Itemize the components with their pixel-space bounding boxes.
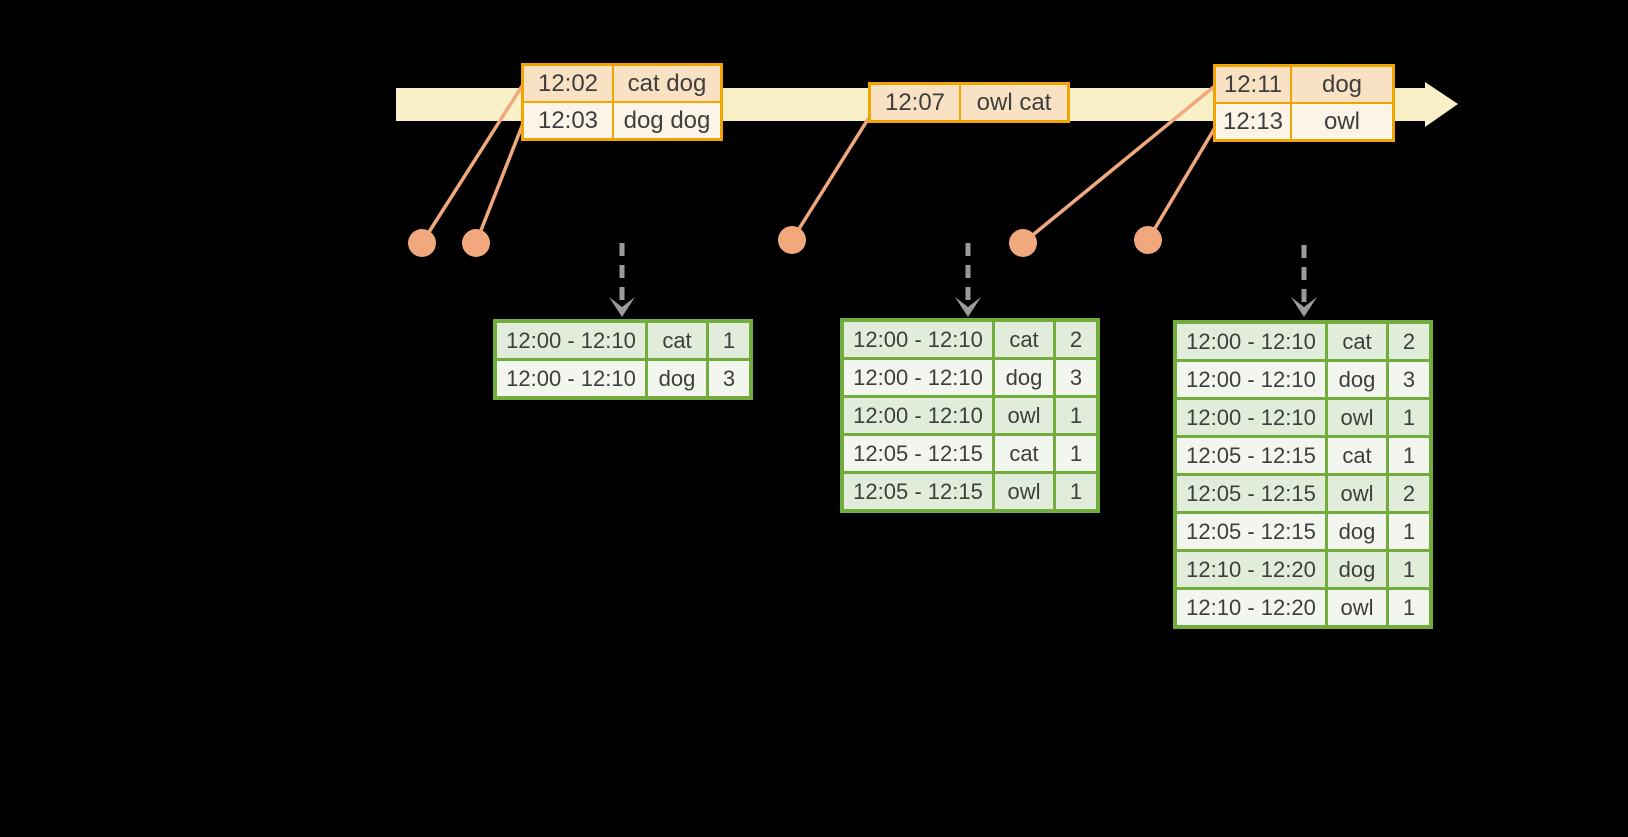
dashed-arrowhead-icon bbox=[1291, 297, 1317, 317]
connector-line bbox=[420, 82, 526, 244]
event-time-cell: 12:07 bbox=[871, 85, 959, 120]
word-cell: owl bbox=[995, 474, 1053, 509]
count-cell: 1 bbox=[1056, 474, 1096, 509]
event-table-2: 12:07 owl cat bbox=[868, 82, 1070, 123]
word-cell: cat bbox=[995, 436, 1053, 471]
word-cell: owl bbox=[1328, 400, 1386, 435]
event-dot bbox=[778, 226, 806, 254]
word-cell: cat bbox=[1328, 324, 1386, 359]
result-table-3: 12:00 - 12:10 cat 2 12:00 - 12:10 dog 3 … bbox=[1173, 320, 1433, 629]
event-time-cell: 12:13 bbox=[1216, 104, 1290, 139]
event-dot bbox=[1009, 229, 1037, 257]
count-cell: 1 bbox=[1389, 514, 1429, 549]
count-cell: 1 bbox=[1389, 438, 1429, 473]
result-table-1: 12:00 - 12:10 cat 1 12:00 - 12:10 dog 3 bbox=[493, 319, 753, 400]
word-cell: dog bbox=[995, 360, 1053, 395]
window-cell: 12:00 - 12:10 bbox=[497, 361, 645, 396]
timeline-arrowhead-icon bbox=[1425, 82, 1458, 127]
word-cell: dog bbox=[1328, 362, 1386, 397]
event-words-cell: dog bbox=[1292, 67, 1392, 102]
dashed-arrowhead-icon bbox=[609, 297, 635, 317]
connector-line bbox=[474, 120, 526, 244]
count-cell: 1 bbox=[1056, 398, 1096, 433]
count-cell: 1 bbox=[1056, 436, 1096, 471]
word-cell: owl bbox=[1328, 590, 1386, 625]
connector-line bbox=[1146, 125, 1218, 241]
word-cell: owl bbox=[1328, 476, 1386, 511]
window-cell: 12:00 - 12:10 bbox=[844, 360, 992, 395]
word-cell: dog bbox=[1328, 514, 1386, 549]
word-cell: cat bbox=[1328, 438, 1386, 473]
event-words-cell: cat dog bbox=[614, 66, 720, 101]
connector-line bbox=[1021, 83, 1218, 245]
count-cell: 2 bbox=[1389, 324, 1429, 359]
count-cell: 1 bbox=[1389, 400, 1429, 435]
window-cell: 12:00 - 12:10 bbox=[844, 322, 992, 357]
event-table-3: 12:11 dog 12:13 owl bbox=[1213, 64, 1395, 142]
window-cell: 12:05 - 12:15 bbox=[844, 474, 992, 509]
window-cell: 12:05 - 12:15 bbox=[844, 436, 992, 471]
event-words-cell: owl bbox=[1292, 104, 1392, 139]
event-dot bbox=[408, 229, 436, 257]
window-cell: 12:00 - 12:10 bbox=[497, 323, 645, 358]
window-cell: 12:05 - 12:15 bbox=[1177, 476, 1325, 511]
word-cell: cat bbox=[995, 322, 1053, 357]
count-cell: 2 bbox=[1389, 476, 1429, 511]
event-time-cell: 12:11 bbox=[1216, 67, 1290, 102]
event-time-cell: 12:02 bbox=[524, 66, 612, 101]
dashed-arrowhead-icon bbox=[955, 297, 981, 317]
count-cell: 1 bbox=[1389, 552, 1429, 587]
count-cell: 1 bbox=[1389, 590, 1429, 625]
word-cell: dog bbox=[1328, 552, 1386, 587]
window-cell: 12:10 - 12:20 bbox=[1177, 590, 1325, 625]
word-cell: cat bbox=[648, 323, 706, 358]
event-dot bbox=[462, 229, 490, 257]
count-cell: 3 bbox=[1389, 362, 1429, 397]
window-cell: 12:00 - 12:10 bbox=[1177, 362, 1325, 397]
event-words-cell: owl cat bbox=[961, 85, 1067, 120]
window-cell: 12:00 - 12:10 bbox=[1177, 400, 1325, 435]
event-dot bbox=[1134, 226, 1162, 254]
event-time-cell: 12:03 bbox=[524, 103, 612, 138]
window-cell: 12:00 - 12:10 bbox=[1177, 324, 1325, 359]
window-cell: 12:05 - 12:15 bbox=[1177, 438, 1325, 473]
event-words-cell: dog dog bbox=[614, 103, 720, 138]
word-cell: dog bbox=[648, 361, 706, 396]
word-cell: owl bbox=[995, 398, 1053, 433]
connector-line bbox=[790, 115, 872, 241]
window-cell: 12:00 - 12:10 bbox=[844, 398, 992, 433]
count-cell: 3 bbox=[1056, 360, 1096, 395]
window-cell: 12:05 - 12:15 bbox=[1177, 514, 1325, 549]
count-cell: 1 bbox=[709, 323, 749, 358]
count-cell: 3 bbox=[709, 361, 749, 396]
result-table-2: 12:00 - 12:10 cat 2 12:00 - 12:10 dog 3 … bbox=[840, 318, 1100, 513]
event-table-1: 12:02 cat dog 12:03 dog dog bbox=[521, 63, 723, 141]
count-cell: 2 bbox=[1056, 322, 1096, 357]
window-cell: 12:10 - 12:20 bbox=[1177, 552, 1325, 587]
